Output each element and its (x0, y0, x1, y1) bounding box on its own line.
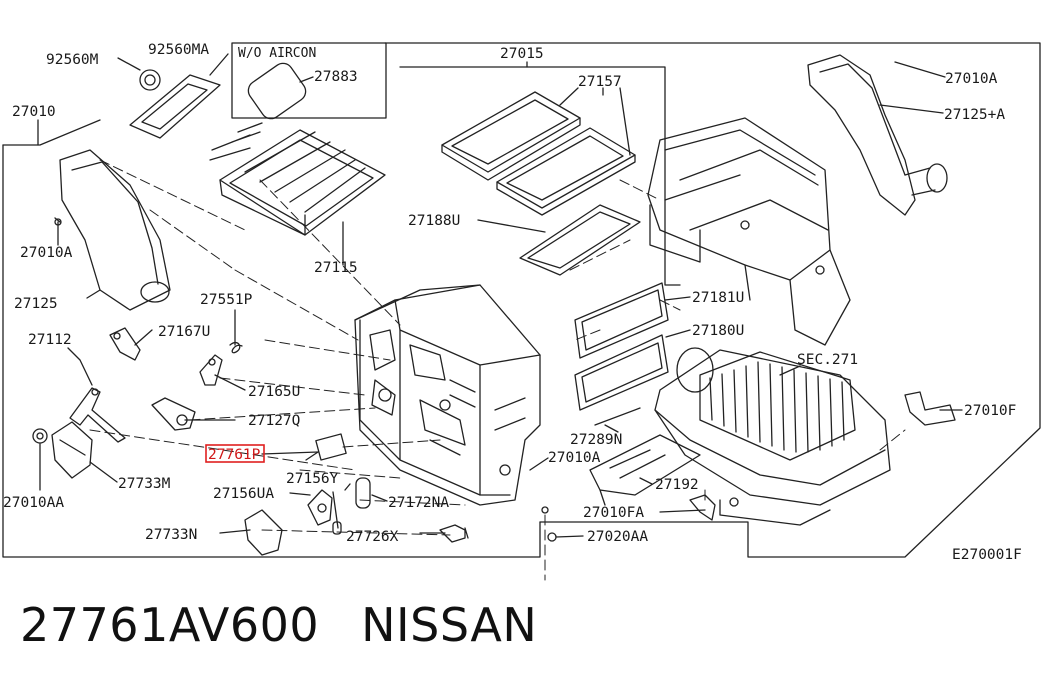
callout-sec271: SEC.271 (797, 352, 858, 368)
grommet-92560m (139, 69, 161, 91)
callout-27551p: 27551P (200, 292, 253, 308)
outer-frame-left (2, 144, 541, 558)
callout-27726x: 27726X (346, 529, 399, 545)
callout-27010a-mid: 27010A (548, 450, 601, 466)
callout-27883: 27883 (314, 69, 358, 85)
seal-27289n (594, 407, 641, 426)
callout-27010a-left: 27010A (20, 245, 73, 261)
pad-27883 (247, 62, 307, 120)
callout-27180u: 27180U (692, 323, 744, 339)
callout-92560ma: 92560MA (148, 42, 209, 58)
seal-27180u (574, 334, 669, 411)
lever-27165u (199, 354, 223, 386)
filter-27157-a (441, 91, 581, 173)
wo-aircon-box (231, 42, 387, 119)
callout-27156ua: 27156UA (213, 486, 274, 502)
resistor-27761p (315, 433, 347, 461)
callout-27289n: 27289N (570, 432, 622, 448)
callout-27761p[interactable]: 27761P (208, 447, 261, 463)
callout-27020aa: 27020AA (587, 529, 648, 545)
figure-code: E270001F (952, 547, 1022, 563)
callout-27127q: 27127Q (248, 413, 300, 429)
part-caption: 27761AV600 NISSAN (20, 598, 537, 652)
callout-27112: 27112 (28, 332, 72, 348)
callout-27156y: 27156Y (286, 471, 339, 487)
callout-27015: 27015 (500, 46, 544, 62)
callout-27125: 27125 (14, 296, 58, 312)
upper-case (647, 117, 831, 281)
clip-27010fa (689, 494, 716, 521)
bracket-27127q (151, 397, 196, 431)
callout-27125a: 27125+A (944, 107, 1005, 123)
callout-27010: 27010 (12, 104, 56, 120)
lever-27156ua (307, 489, 333, 526)
callout-27172na: 27172NA (388, 495, 449, 511)
evaporator-sec271 (654, 349, 891, 506)
callout-27010fa: 27010FA (583, 505, 644, 521)
callout-27010aa: 27010AA (3, 495, 64, 511)
callout-27115: 27115 (314, 260, 358, 276)
callout-27733m: 27733M (118, 476, 171, 492)
actuator-27733m (51, 421, 93, 479)
actuator-27733n (244, 509, 283, 556)
highlight-box (205, 444, 265, 463)
duct-27125 (59, 149, 171, 311)
callout-27010a-top: 27010A (945, 71, 998, 87)
frame-27010-top (2, 119, 101, 146)
heater-core-27115 (219, 129, 386, 236)
duct-27125a (807, 54, 916, 216)
screw-27010aa (32, 428, 48, 444)
parts-diagram: 92560M 92560MA W/O AIRCON 27883 27015 27… (2, 42, 1041, 581)
callout-92560m: 92560M (46, 52, 99, 68)
callout-27188u: 27188U (408, 213, 460, 229)
callout-27167u: 27167U (158, 324, 210, 340)
gasket-92560ma (129, 74, 221, 139)
valve-27726x (439, 524, 469, 543)
link-27112 (69, 387, 126, 443)
link-27167u (109, 327, 141, 361)
callout-27192: 27192 (655, 477, 699, 493)
part-number: 27761AV600 (20, 598, 320, 652)
heater-unit-27015 (354, 284, 541, 506)
frame-27015 (399, 66, 681, 286)
sensor-27010f (904, 391, 956, 426)
seal-27181u (574, 282, 669, 359)
callout-wo-aircon: W/O AIRCON (238, 46, 316, 61)
clip-27172na (355, 477, 371, 509)
callout-27181u: 27181U (692, 290, 744, 306)
brand-name: NISSAN (361, 598, 538, 652)
outer-frame-bottom (384, 42, 1041, 558)
callout-27010f: 27010F (964, 403, 1016, 419)
callout-27733n: 27733N (145, 527, 197, 543)
seal-27188u (519, 204, 641, 276)
bracket-27192 (589, 434, 701, 506)
callout-27165u: 27165U (248, 384, 300, 400)
spring-27551p (229, 341, 243, 354)
callout-27157: 27157 (578, 74, 622, 90)
filter-27157-b (496, 127, 636, 209)
